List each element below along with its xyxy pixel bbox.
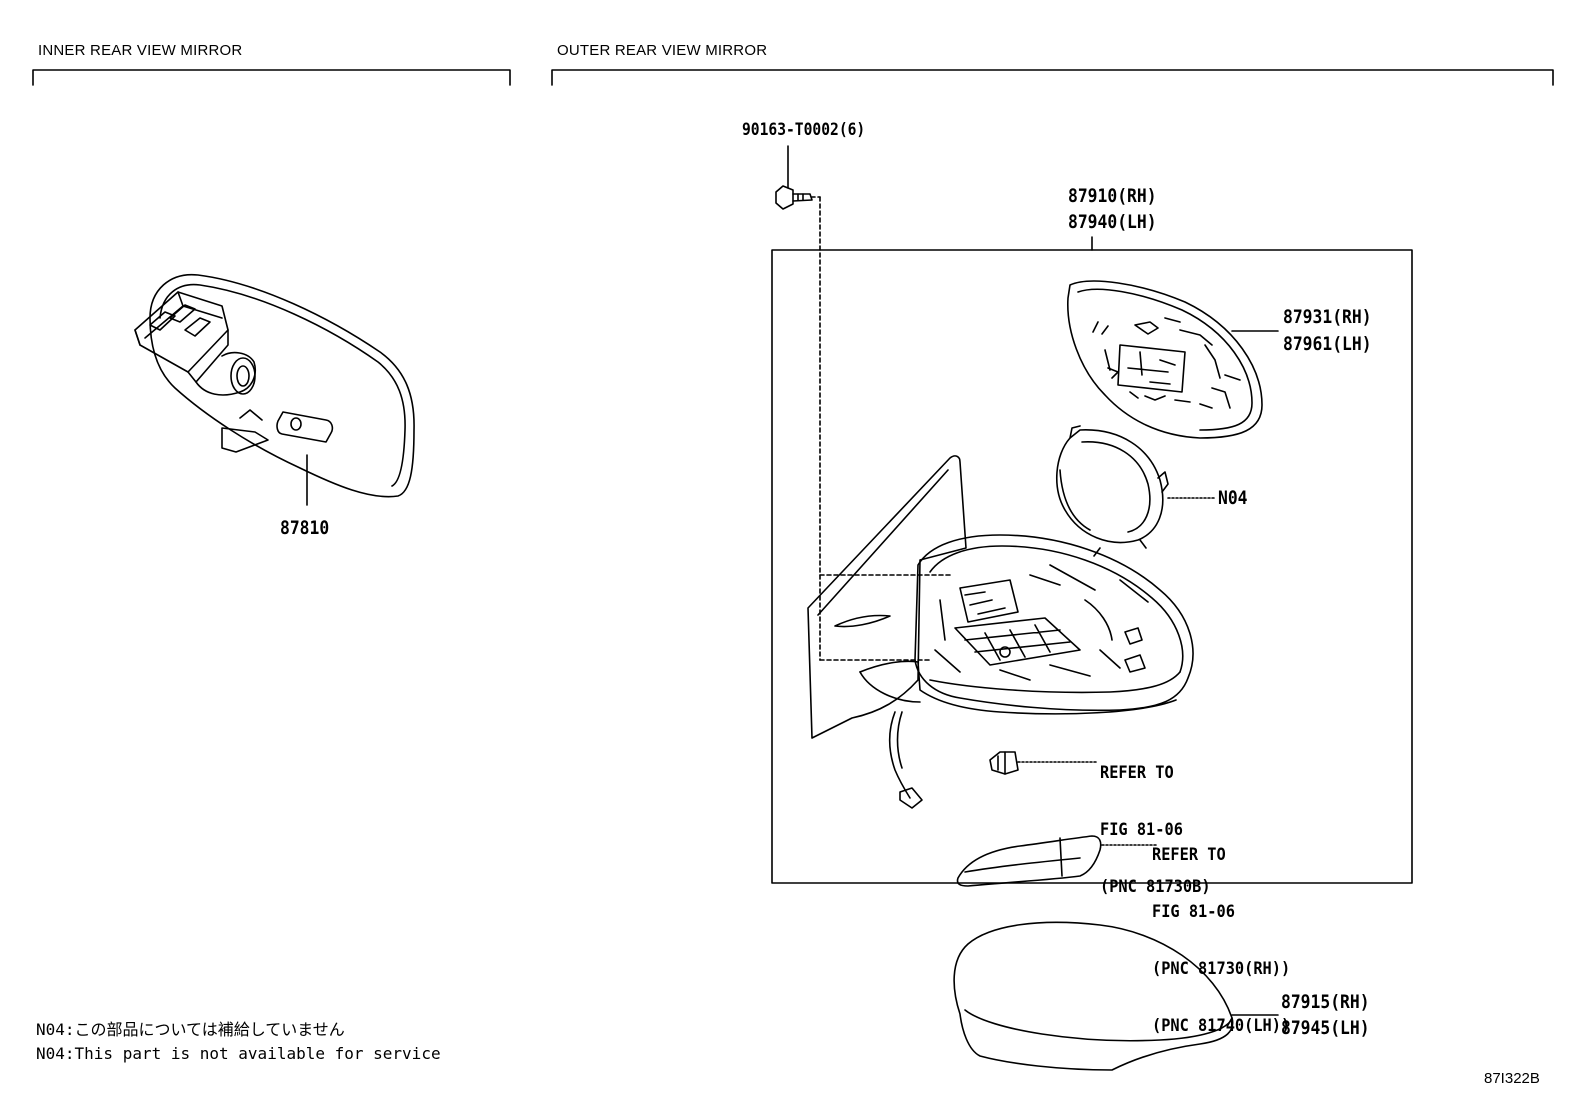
figure-id: 87I322B — [1484, 1070, 1540, 1087]
assembly-lh-label: 87940(LH) — [1068, 211, 1157, 233]
mirror-housing-drawing — [807, 455, 1194, 809]
outer-section-bracket — [551, 69, 1554, 86]
inner-section-title: INNER REAR VIEW MIRROR — [38, 42, 243, 59]
lamp-ref-line-3: (PNC 81730(RH)) — [1152, 959, 1291, 979]
bulb-ref-line-3: (PNC 81730B) — [1100, 877, 1211, 897]
lamp-ref-line-4: (PNC 81740(LH)) — [1152, 1016, 1291, 1036]
bulb-ref-line-1: REFER TO — [1100, 763, 1174, 783]
inner-section-bracket — [32, 69, 511, 86]
actuator-drawing — [1056, 425, 1216, 557]
assembly-rh-label: 87910(RH) — [1068, 185, 1157, 207]
cover-rh-label: 87915(RH) — [1281, 991, 1370, 1013]
outer-section-title: OUTER REAR VIEW MIRROR — [557, 42, 768, 59]
mirror-glass-drawing — [1067, 280, 1279, 439]
turn-lamp-drawing — [956, 835, 1159, 887]
mirror-cover-drawing — [953, 921, 1279, 1071]
inner-mirror-drawing — [134, 273, 415, 506]
lamp-ref-line-2: FIG 81-06 — [1152, 902, 1235, 922]
cover-lh-label: 87945(LH) — [1281, 1017, 1370, 1039]
note-english: N04:This part is not available for servi… — [36, 1044, 441, 1063]
glass-lh-label: 87961(LH) — [1283, 333, 1372, 355]
note-japanese: N04:この部品については補給していません — [36, 1020, 345, 1039]
bulb-reference: REFER TO FIG 81-06 (PNC 81730B) — [1100, 726, 1211, 916]
bulb-ref-line-2: FIG 81-06 — [1100, 820, 1183, 840]
glass-rh-label: 87931(RH) — [1283, 306, 1372, 328]
lamp-reference: REFER TO FIG 81-06 (PNC 81730(RH)) (PNC … — [1152, 808, 1290, 1055]
n04-label: N04 — [1218, 487, 1248, 509]
lamp-ref-line-1: REFER TO — [1152, 845, 1226, 865]
screw-drawing — [775, 145, 821, 661]
screw-part-label: 90163-T0002(6) — [742, 120, 866, 140]
part-87810-label: 87810 — [280, 517, 330, 539]
bulb-drawing — [989, 751, 1099, 775]
